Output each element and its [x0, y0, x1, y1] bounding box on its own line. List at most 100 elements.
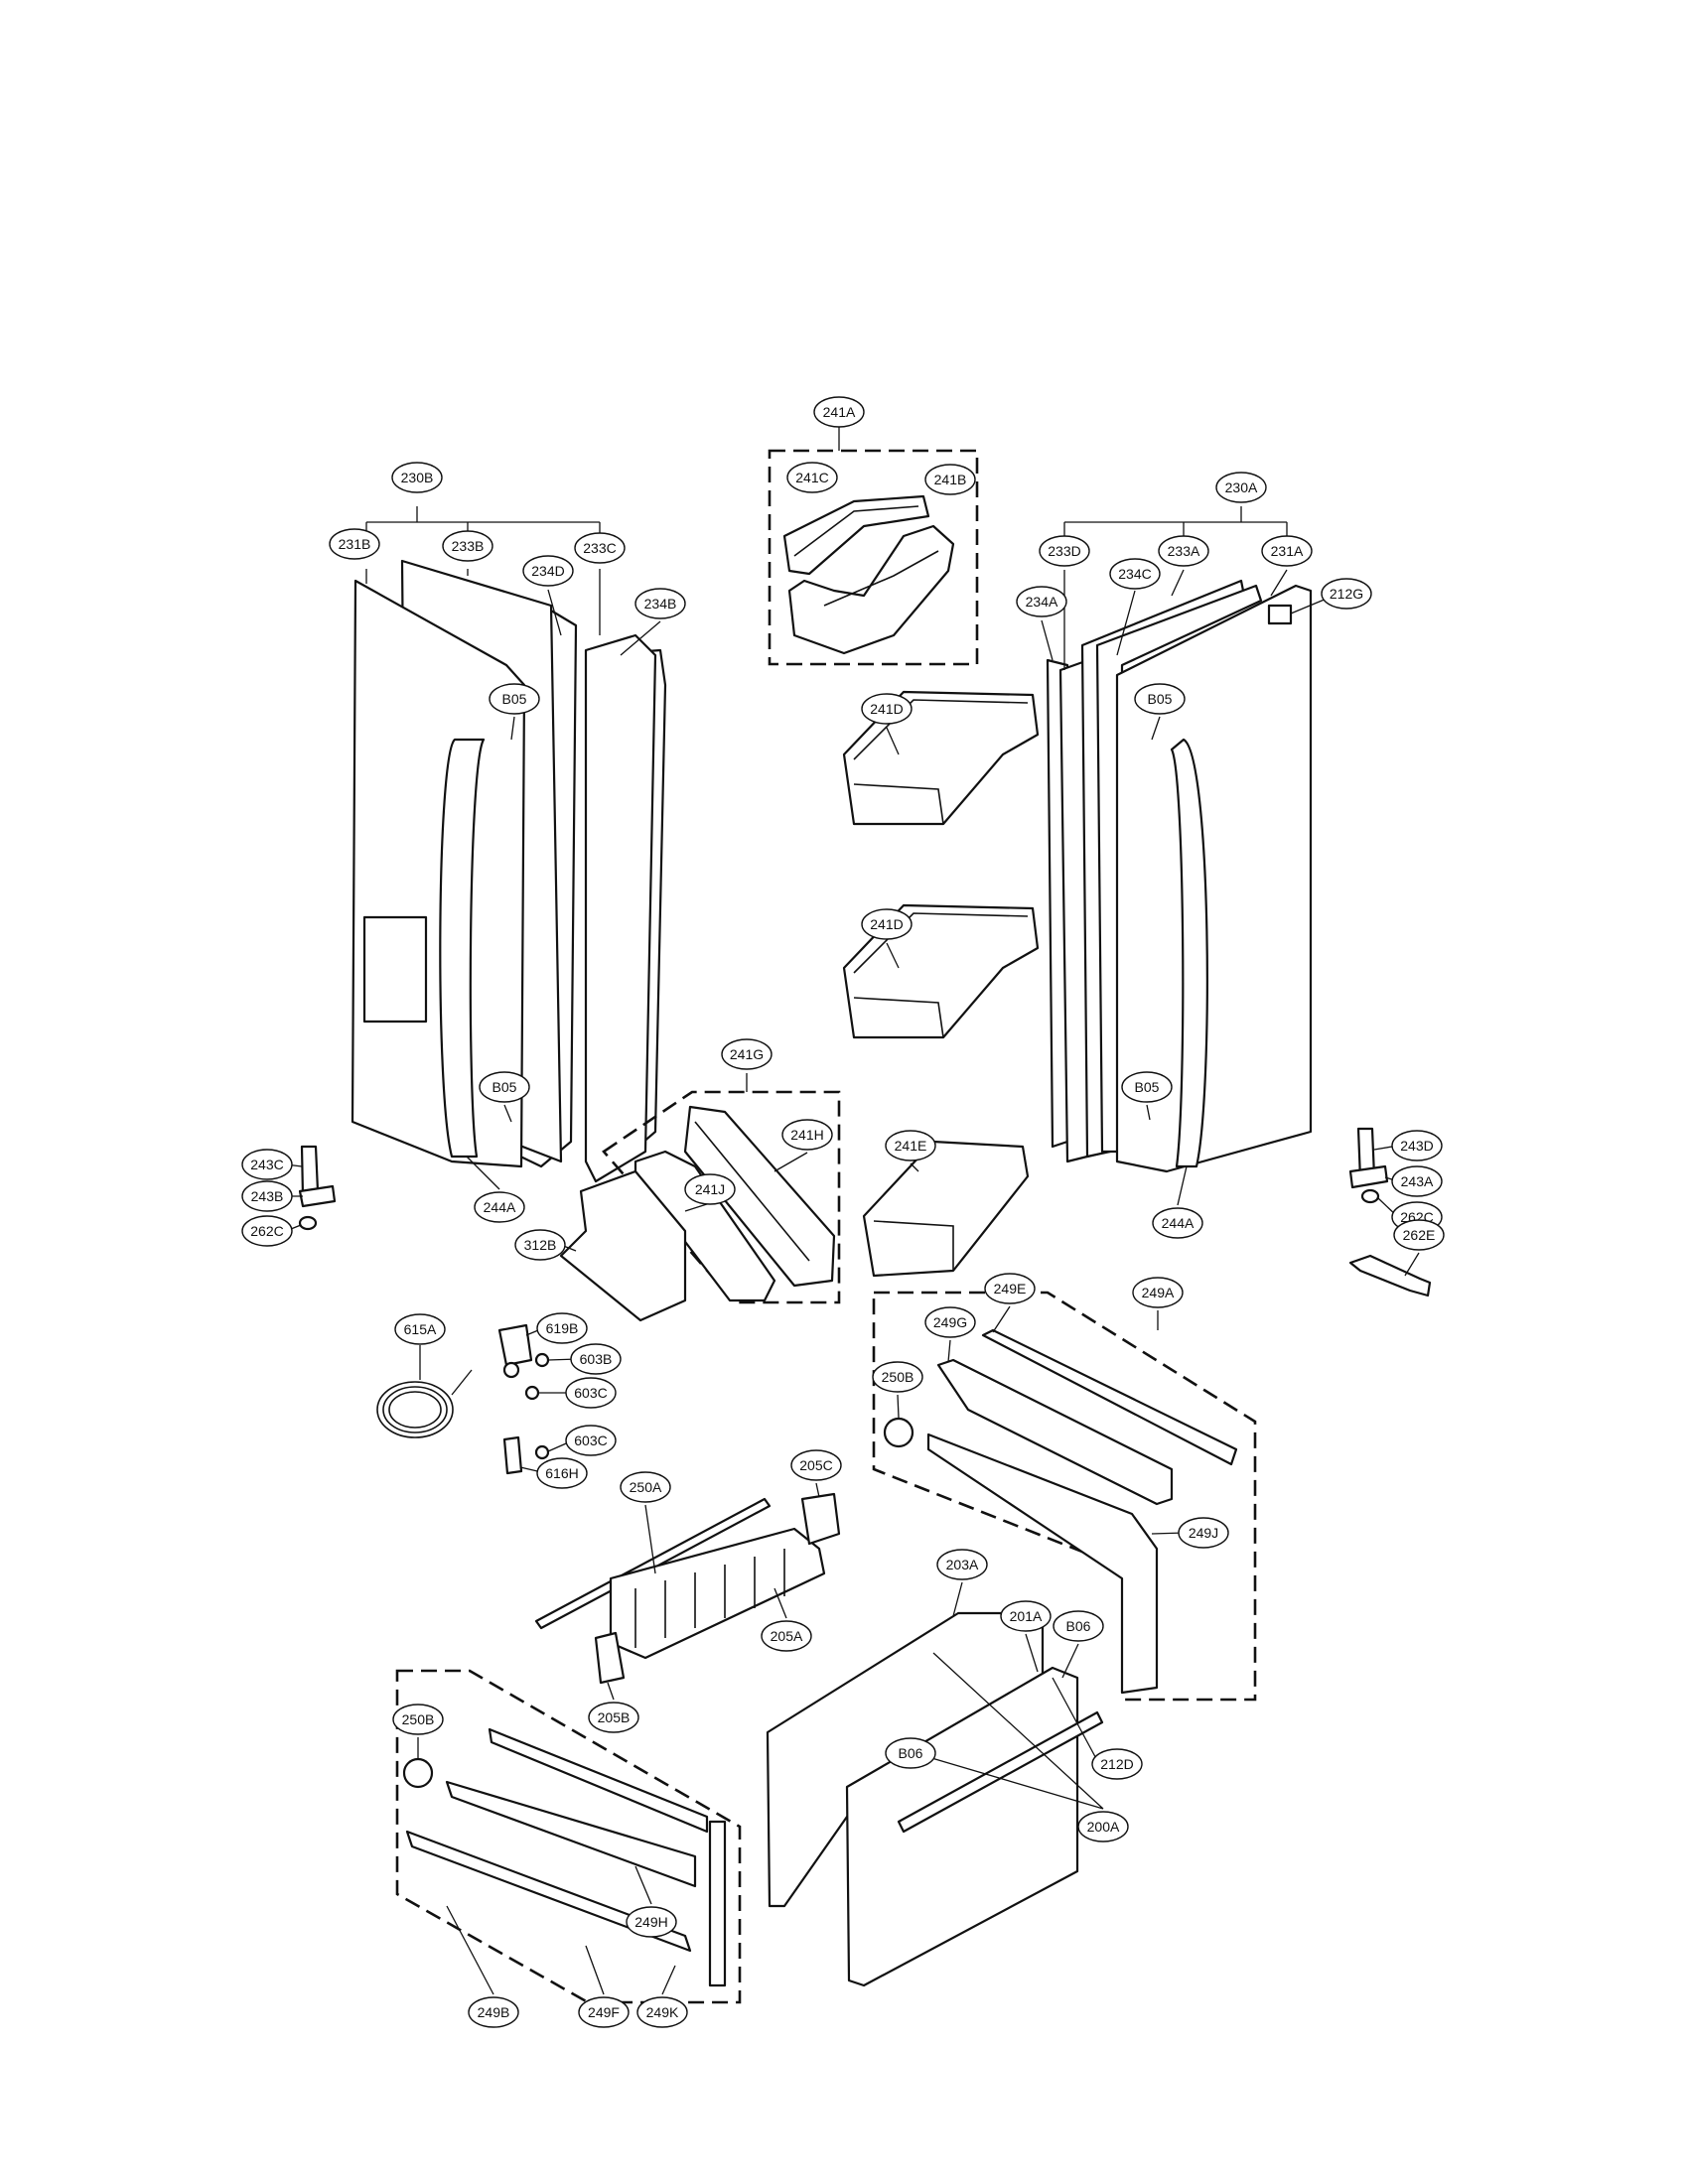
callout-bubble: [924, 1306, 976, 1338]
callout-bubble: [241, 1180, 293, 1212]
callout-label: 619B: [546, 1320, 579, 1336]
bracket-205B: [594, 1631, 626, 1685]
callout-244a-right: 244A: [1152, 1207, 1203, 1239]
right-door-gasket-233A: [1095, 584, 1263, 1154]
callout-233d: 233D: [1039, 535, 1090, 567]
leader-234C: [1116, 590, 1136, 656]
callout-label: B06: [1066, 1618, 1091, 1634]
rail-249F: [405, 1830, 692, 1953]
callout-230a: 230A: [1215, 472, 1267, 503]
callout-label: 233A: [1168, 543, 1200, 559]
callout-249h: 249H: [626, 1906, 677, 1938]
gear-250B-right: [883, 1417, 914, 1448]
callout-bubble: [684, 1173, 736, 1205]
leader-249F: [585, 1945, 605, 1995]
callout-262c-left: 262C: [241, 1215, 293, 1247]
cover-249H: [445, 1780, 697, 1888]
leader-212D: [1052, 1677, 1100, 1765]
group-249A-outline: [872, 1291, 1257, 1702]
callout-label: 603B: [580, 1351, 613, 1367]
leader-200A: [927, 1652, 1104, 1810]
callout-bubble: [468, 1996, 519, 2028]
leader-249E: [992, 1305, 1011, 1333]
water-line-615A: [376, 1369, 473, 1438]
callout-label: 250A: [630, 1479, 662, 1495]
callout-249f: 249F: [578, 1996, 630, 2028]
callout-label: B05: [1148, 691, 1173, 707]
left-door-gasket-234B: [584, 633, 657, 1183]
callout-label: 249G: [933, 1314, 967, 1330]
callout-bubble: [474, 1191, 525, 1223]
callout-234a: 234A: [1016, 586, 1067, 617]
leader-234D: [547, 589, 562, 636]
callout-bubble: [1158, 535, 1209, 567]
callout-bubble: [1261, 535, 1313, 567]
callout-bubble: [1393, 1219, 1445, 1251]
left-door-handle-244A: [439, 738, 486, 1159]
callout-label: 241C: [795, 470, 828, 485]
callout-234b: 234B: [634, 588, 686, 619]
callout-249g: 249G: [924, 1306, 976, 1338]
callout-label: 203A: [946, 1557, 979, 1572]
leader-B05-rb: [1146, 1104, 1151, 1121]
leader-B06-a: [1061, 1643, 1079, 1679]
rail-250A: [534, 1497, 772, 1630]
callout-label: 616H: [545, 1465, 578, 1481]
leader-234A: [1041, 619, 1054, 661]
callout-bubble: [1152, 1207, 1203, 1239]
callout-label: 312B: [524, 1237, 557, 1253]
callout-bubble: [1077, 1811, 1129, 1843]
callout-bubble: [565, 1377, 617, 1409]
door-bin-241B: [787, 524, 955, 655]
callout-bubble: [885, 1737, 936, 1769]
callout-bubble: [588, 1702, 639, 1733]
callout-603c-b: 603C: [565, 1425, 617, 1456]
callout-bubble: [790, 1449, 842, 1481]
callout-b05-rt: B05: [1134, 683, 1186, 715]
cover-249G-left: [488, 1727, 709, 1834]
callout-bubble: [761, 1620, 812, 1652]
callout-234d: 234D: [522, 555, 574, 587]
leader-241D-bot: [886, 942, 900, 969]
leader-244A-right: [1177, 1165, 1188, 1206]
right-door-panel-231A: [1115, 584, 1313, 1173]
callout-bubble: [1000, 1600, 1052, 1632]
callout-243b: 243B: [241, 1180, 293, 1212]
callout-label: 234A: [1026, 594, 1058, 610]
callout-bubble: [578, 1996, 630, 2028]
callout-243c: 243C: [241, 1149, 293, 1180]
callout-bubble: [636, 1996, 688, 2028]
callout-bubble: [1215, 472, 1267, 503]
callout-label: 205B: [598, 1709, 631, 1725]
callout-label: 262E: [1403, 1227, 1436, 1243]
callout-label: B06: [899, 1745, 923, 1761]
callout-230b: 230B: [391, 462, 443, 493]
callout-bubble: [536, 1457, 588, 1489]
callout-241j: 241J: [684, 1173, 736, 1205]
right-hinge-parts: [1348, 1127, 1389, 1204]
callout-bubble: [514, 1229, 566, 1261]
fitting-616H: [502, 1435, 523, 1475]
door-bin-241D-upper: [842, 690, 1040, 826]
gasket-249E: [981, 1328, 1238, 1466]
door-bin-241E: [862, 1140, 1030, 1278]
callout-label: 243A: [1401, 1173, 1434, 1189]
callout-250b-right: 250B: [872, 1361, 923, 1393]
cover-249G: [936, 1358, 1174, 1506]
right-door-label-212G: [1267, 604, 1293, 625]
callout-243d: 243D: [1391, 1130, 1443, 1161]
leader-262E: [1404, 1252, 1420, 1277]
callout-label: 241H: [790, 1127, 823, 1143]
callout-205b: 205B: [588, 1702, 639, 1733]
callout-bubble: [872, 1361, 923, 1393]
callout-233a: 233A: [1158, 535, 1209, 567]
callout-312b: 312B: [514, 1229, 566, 1261]
callout-label: 249E: [994, 1281, 1027, 1297]
callout-231a: 231A: [1261, 535, 1313, 567]
callout-bubble: [984, 1273, 1036, 1304]
callout-616h: 616H: [536, 1457, 588, 1489]
callout-label: 249F: [588, 2004, 620, 2020]
callout-603c-a: 603C: [565, 1377, 617, 1409]
callout-bubble: [1321, 578, 1372, 610]
